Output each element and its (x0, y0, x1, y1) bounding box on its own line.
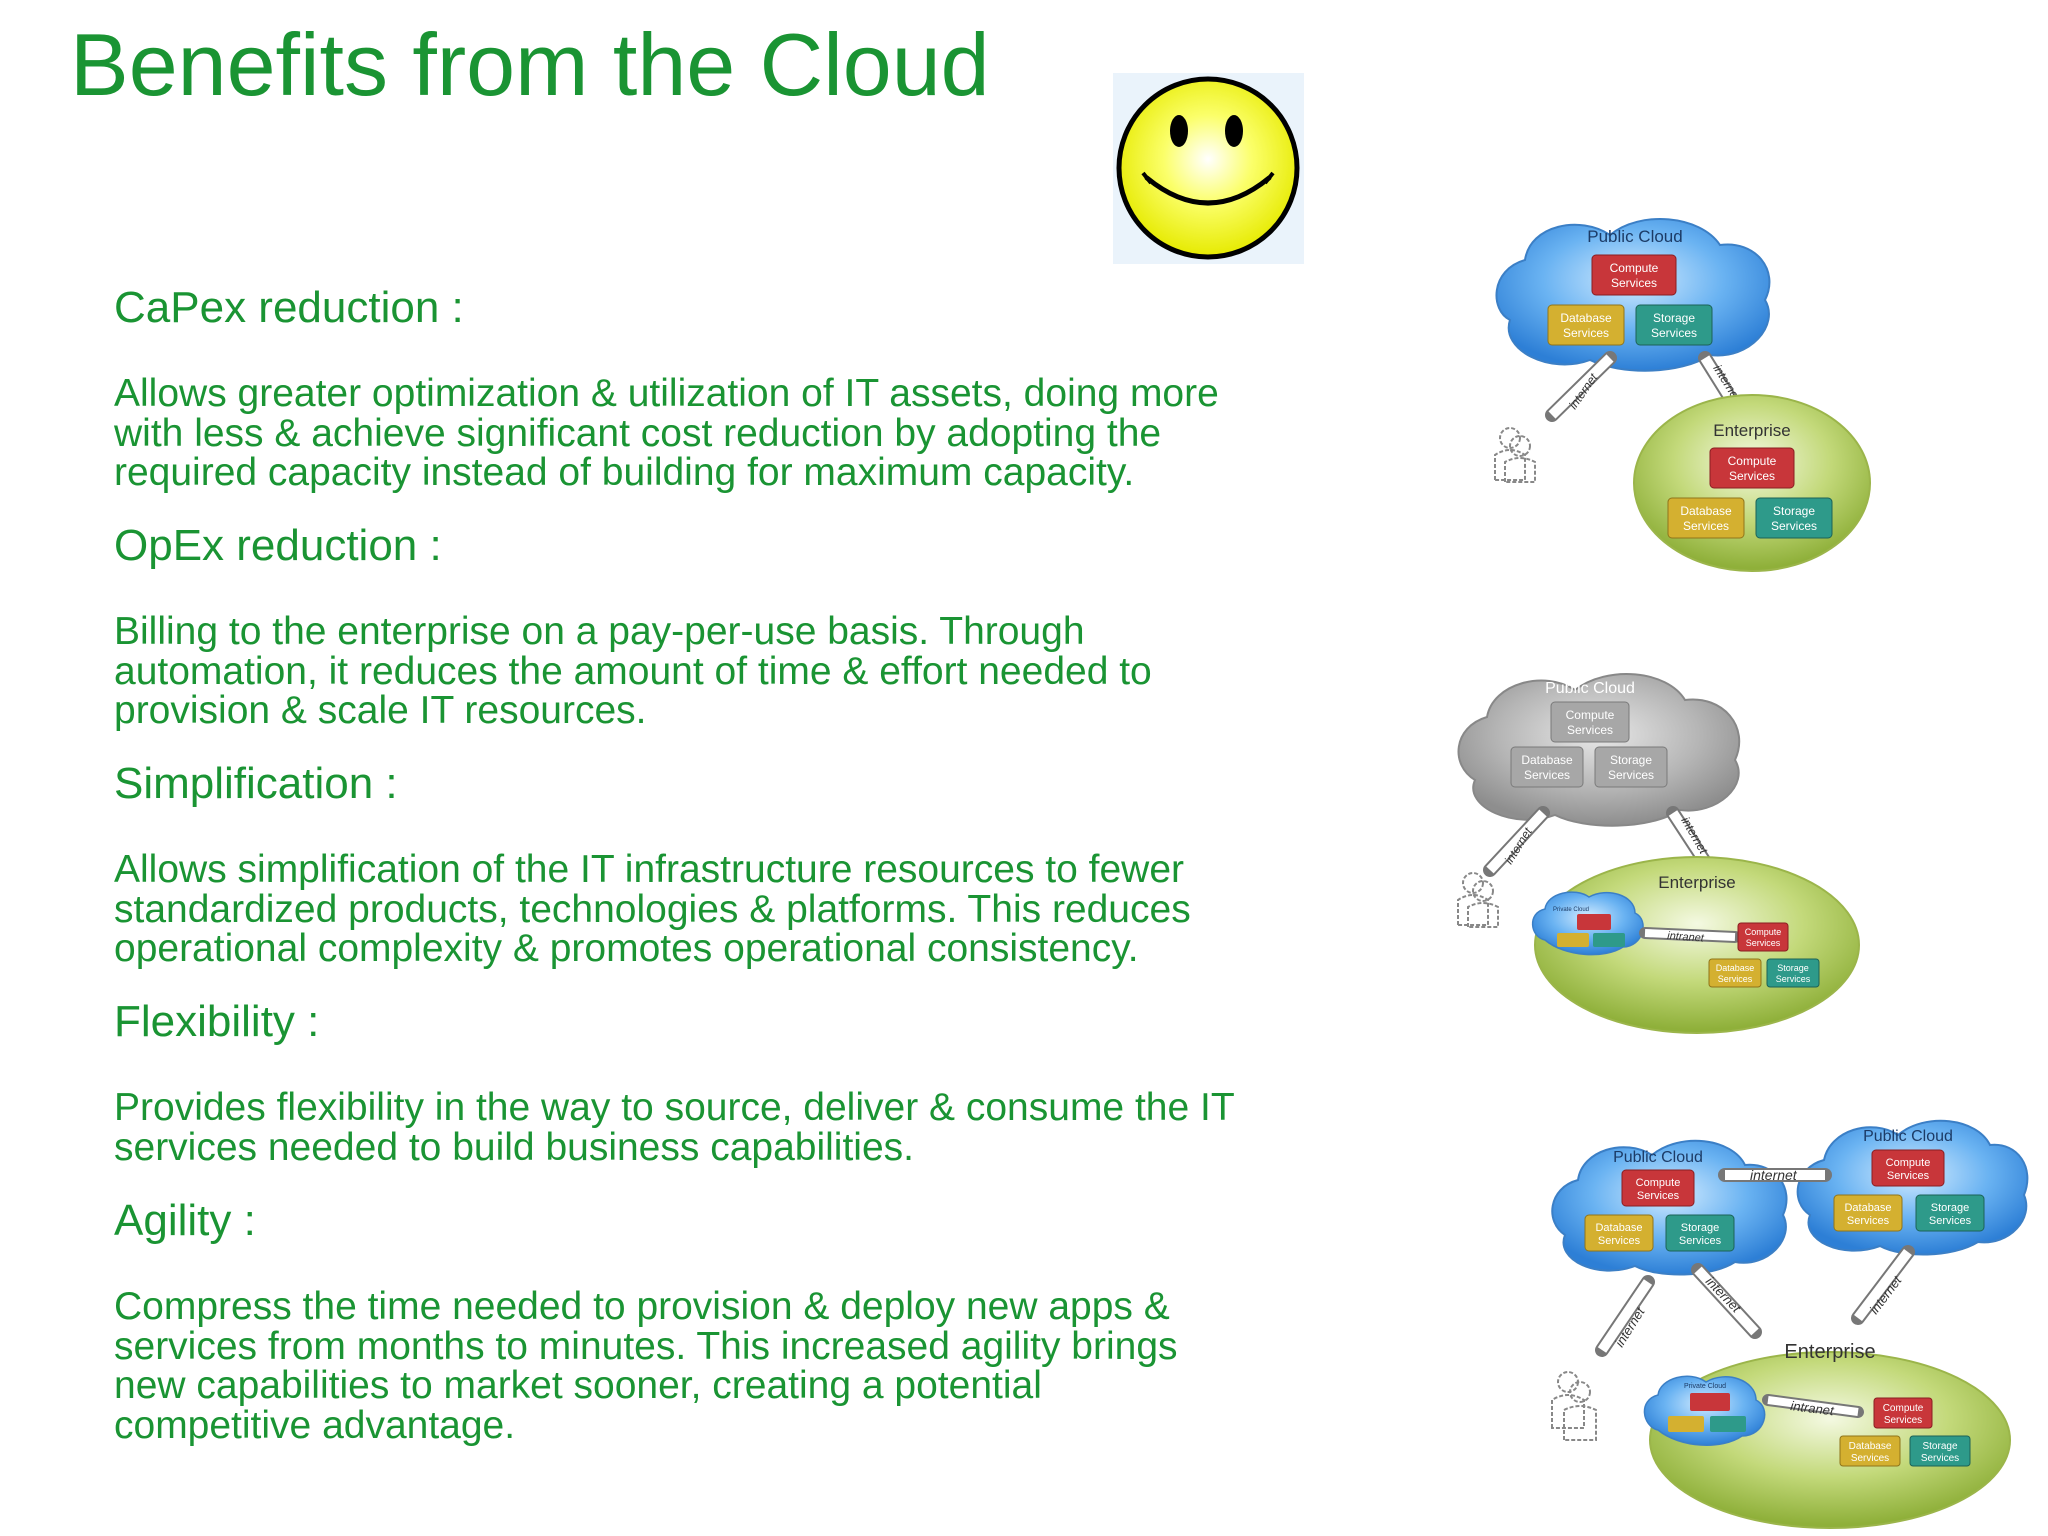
svg-text:Services: Services (1729, 469, 1775, 483)
svg-text:Compute: Compute (1886, 1157, 1931, 1169)
slide-title: Benefits from the Cloud (70, 15, 990, 114)
svg-text:Services: Services (1884, 1415, 1922, 1426)
svg-text:Services: Services (1611, 276, 1657, 290)
svg-text:Database: Database (1595, 1222, 1642, 1234)
enterprise: Enterprise Private Cloud intranet Comput… (1531, 856, 1860, 1034)
public-cloud-right: Public Cloud Compute Services Database S… (1796, 1119, 2029, 1256)
svg-text:Services: Services (1851, 1453, 1889, 1464)
enterprise-label: Enterprise (1713, 421, 1790, 440)
svg-text:Storage: Storage (1610, 753, 1652, 767)
svg-text:Compute: Compute (1883, 1403, 1924, 1414)
svg-text:Services: Services (1563, 326, 1609, 340)
enterprise: Enterprise Compute Services Database Ser… (1633, 394, 1871, 572)
svg-text:Services: Services (1683, 519, 1729, 533)
svg-text:internet: internet (1703, 1274, 1745, 1317)
svg-text:Compute: Compute (1745, 927, 1782, 937)
svg-text:Storage: Storage (1681, 1222, 1720, 1234)
svg-text:Storage: Storage (1773, 504, 1815, 518)
svg-text:Services: Services (1929, 1215, 1972, 1227)
svg-text:Private Cloud: Private Cloud (1684, 1383, 1726, 1390)
internet-arrow-center: internet (1691, 1263, 1762, 1339)
internet-arrow-left: internet (1595, 1275, 1655, 1357)
svg-text:Services: Services (1598, 1235, 1641, 1247)
svg-text:Database: Database (1560, 311, 1612, 325)
svg-text:Services: Services (1651, 326, 1697, 340)
enterprise: Enterprise Private Cloud intranet Comput… (1643, 1341, 2011, 1529)
user-icon (1494, 427, 1536, 483)
internet-arrow-left: internet (1545, 351, 1617, 422)
internet-arrow-top: internet (1718, 1167, 1832, 1183)
svg-text:Services: Services (1524, 768, 1570, 782)
svg-text:Services: Services (1746, 938, 1781, 948)
svg-text:Services: Services (1679, 1235, 1722, 1247)
svg-text:Enterprise: Enterprise (1658, 873, 1735, 892)
section-body-simplification: Allows simplification of the IT infrastr… (114, 848, 1191, 970)
section-body-opex: Billing to the enterprise on a pay-per-u… (114, 610, 1152, 732)
svg-text:Services: Services (1887, 1170, 1930, 1182)
section-heading-agility: Agility : (114, 1196, 256, 1245)
svg-text:Compute: Compute (1610, 261, 1659, 275)
private-cloud-diagram: Public Cloud Compute Services Database S… (1457, 673, 1860, 1034)
svg-text:Compute: Compute (1566, 708, 1615, 722)
svg-text:intranet: intranet (1790, 1398, 1836, 1418)
public-cloud-diagram: Public Cloud Compute Services Database S… (1494, 218, 1871, 572)
internet-arrow-left: internet (1483, 806, 1550, 877)
internet-arrow-right: internet (1851, 1245, 1915, 1325)
svg-text:Services: Services (1718, 974, 1753, 984)
svg-text:Private Cloud: Private Cloud (1553, 907, 1589, 913)
svg-text:Services: Services (1847, 1215, 1890, 1227)
intranet-arrow: intranet (1639, 927, 1741, 945)
svg-text:Database: Database (1521, 753, 1573, 767)
intranet-arrow: intranet (1762, 1394, 1864, 1418)
svg-text:Public Cloud: Public Cloud (1863, 1128, 1953, 1145)
section-body-agility: Compress the time needed to provision & … (114, 1285, 1178, 1447)
svg-text:Compute: Compute (1636, 1177, 1681, 1189)
section-heading-capex: CaPex reduction : (114, 283, 464, 332)
section-body-capex: Allows greater optimization & utilizatio… (114, 372, 1219, 494)
private-cloud: Private Cloud (1531, 891, 1644, 956)
svg-text:Public Cloud: Public Cloud (1613, 1149, 1703, 1166)
public-cloud-gray: Public Cloud Compute Services Database S… (1457, 673, 1741, 827)
svg-text:Services: Services (1776, 974, 1811, 984)
section-heading-flexibility: Flexibility : (114, 997, 320, 1046)
svg-text:Storage: Storage (1931, 1202, 1970, 1214)
svg-text:Services: Services (1637, 1190, 1680, 1202)
svg-text:Compute: Compute (1728, 454, 1777, 468)
user-icon (1551, 1371, 1597, 1441)
svg-text:Services: Services (1608, 768, 1654, 782)
user-icon (1457, 872, 1499, 928)
hybrid-cloud-diagram: Public Cloud Compute Services Database S… (1551, 1119, 2029, 1529)
svg-text:Database: Database (1849, 1441, 1892, 1452)
svg-text:intranet: intranet (1667, 930, 1705, 945)
svg-text:Storage: Storage (1777, 963, 1809, 973)
svg-text:Services: Services (1921, 1453, 1959, 1464)
svg-text:Services: Services (1771, 519, 1817, 533)
public-cloud-left: Public Cloud Compute Services Database S… (1551, 1139, 1788, 1276)
smiley-icon (1113, 73, 1304, 264)
section-body-flexibility: Provides flexibility in the way to sourc… (114, 1086, 1235, 1169)
section-heading-opex: OpEx reduction : (114, 521, 442, 570)
svg-text:Database: Database (1844, 1202, 1891, 1214)
public-cloud: Public Cloud Compute Services Database S… (1495, 218, 1771, 372)
svg-text:Public Cloud: Public Cloud (1545, 680, 1635, 697)
svg-text:Services: Services (1567, 723, 1613, 737)
section-heading-simplification: Simplification : (114, 759, 398, 808)
svg-text:internet: internet (1750, 1167, 1798, 1183)
svg-text:Database: Database (1680, 504, 1732, 518)
public-cloud-label: Public Cloud (1587, 227, 1682, 246)
svg-text:Storage: Storage (1922, 1441, 1957, 1452)
svg-text:Enterprise: Enterprise (1784, 1341, 1875, 1363)
private-cloud: Private Cloud (1643, 1375, 1766, 1446)
svg-text:Storage: Storage (1653, 311, 1695, 325)
svg-text:Database: Database (1716, 963, 1755, 973)
